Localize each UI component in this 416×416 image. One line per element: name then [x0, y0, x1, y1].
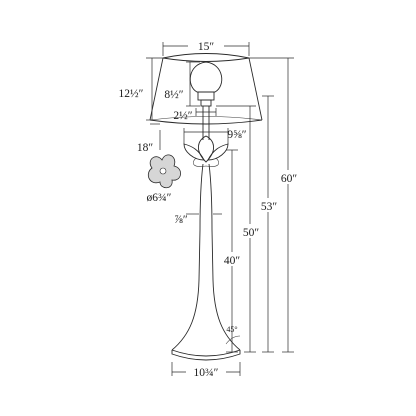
- flower-ornament: [183, 135, 229, 167]
- dim-flower-height: [220, 149, 244, 353]
- label-flower-diameter: ø6¾″: [147, 192, 172, 204]
- label-stem-diameter: ⅞″: [174, 214, 188, 226]
- label-shade-bottom-height: 53″: [261, 201, 278, 213]
- dim-socket-height: [216, 105, 264, 353]
- dim-shade-bottom-height: [256, 95, 282, 353]
- label-socket-width: 2½″: [173, 110, 192, 122]
- label-shade-drop: 18″: [137, 142, 154, 154]
- label-shade-diameter: 15″: [198, 41, 215, 53]
- lamp-bulb: [189, 61, 223, 107]
- label-overall-height: 60″: [281, 173, 298, 185]
- lamp-post: [171, 163, 241, 351]
- label-flower-width: 9⅝″: [227, 129, 246, 141]
- label-bulb-height: 8½″: [164, 89, 183, 101]
- label-base-diameter: 10¾″: [194, 367, 219, 379]
- dim-flower-width: [183, 128, 229, 144]
- dim-shade-height: [146, 57, 163, 121]
- dim-bulb-height: [186, 61, 200, 107]
- lamp-socket-stem: [202, 106, 210, 140]
- dim-shade-drop: [150, 123, 161, 150]
- label-socket-height: 50″: [243, 227, 260, 239]
- dim-overall-height: [249, 57, 302, 353]
- label-base-angle: 45°: [226, 325, 237, 334]
- label-flower-height: 40″: [224, 255, 241, 267]
- dim-base-diameter: [171, 362, 241, 378]
- dim-shade-diameter: [162, 39, 250, 56]
- label-shade-height: 12½″: [119, 88, 144, 100]
- flower-top-view: [147, 154, 181, 189]
- dim-base-angle: [225, 335, 241, 345]
- lamp-base: [171, 349, 241, 361]
- dim-socket-width: [195, 108, 217, 116]
